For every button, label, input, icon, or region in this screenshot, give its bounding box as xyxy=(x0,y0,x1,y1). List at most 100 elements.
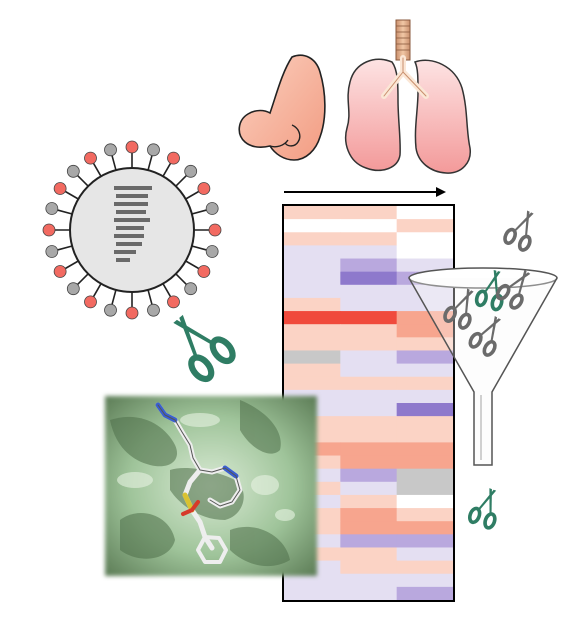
lungs-icon xyxy=(345,19,471,174)
heatmap-cell xyxy=(396,245,454,260)
heatmap-cell xyxy=(340,271,398,286)
heatmap-cell xyxy=(284,297,341,312)
arrow-right-icon xyxy=(284,187,446,197)
spike-red xyxy=(197,182,211,195)
spike-gray xyxy=(45,245,59,258)
funnel-icon xyxy=(408,267,558,466)
spike-gray xyxy=(147,143,160,157)
heatmap-cell xyxy=(340,521,398,535)
heatmap-cell xyxy=(396,416,454,430)
spike-gray xyxy=(205,202,219,215)
spike-gray xyxy=(104,303,117,317)
heatmap-cell xyxy=(284,573,341,588)
heatmap-cell xyxy=(396,376,454,391)
heatmap-cell xyxy=(284,258,341,273)
heatmap-cell xyxy=(340,284,398,299)
spike-gray xyxy=(147,303,160,317)
heatmap-cell xyxy=(396,534,454,548)
heatmap-cell xyxy=(396,206,454,220)
heatmap-cell xyxy=(340,586,398,601)
heatmap-cell xyxy=(396,521,454,535)
heatmap-cell xyxy=(396,494,454,509)
heatmap-cell xyxy=(340,245,398,260)
spike-gray xyxy=(45,202,59,215)
heatmap-cell xyxy=(396,324,454,338)
spike-gray xyxy=(184,164,198,178)
spike-red xyxy=(53,182,67,195)
heatmap-cell xyxy=(340,416,398,430)
spike-gray xyxy=(205,245,219,258)
heatmap-cell xyxy=(396,547,454,562)
spike-red xyxy=(53,265,67,278)
spike-red xyxy=(167,151,180,165)
spike-gray xyxy=(66,164,80,178)
heatmap-cell xyxy=(284,337,341,351)
heatmap-cell xyxy=(396,468,454,483)
heatmap-cell xyxy=(396,403,454,417)
spike-gray xyxy=(104,143,117,157)
heatmap-cell xyxy=(396,311,454,325)
heatmap-cell xyxy=(396,389,454,404)
spike-red xyxy=(125,140,139,154)
heatmap-cell xyxy=(340,429,398,443)
heatmap-cell xyxy=(284,350,341,365)
heatmap-cell xyxy=(396,455,454,470)
heatmap-cell xyxy=(340,455,398,470)
heatmap-cell xyxy=(340,389,398,404)
heatmap-cell xyxy=(396,363,454,378)
heatmap-cell xyxy=(340,494,398,509)
heatmap-cell xyxy=(340,481,398,496)
genome-segment xyxy=(116,226,144,230)
heatmap-cell xyxy=(396,284,454,299)
spike-red xyxy=(125,306,139,320)
genome-segment xyxy=(116,258,130,262)
heatmap-cell xyxy=(284,376,341,391)
heatmap-cell xyxy=(340,403,398,417)
genome-segment xyxy=(114,202,148,206)
genome-segment xyxy=(114,250,136,254)
spike-red xyxy=(42,223,56,237)
heatmap-cell xyxy=(396,232,454,246)
heatmap-cell xyxy=(396,560,454,575)
spike-red xyxy=(84,151,97,165)
nose-icon xyxy=(238,54,326,161)
genome-segment xyxy=(116,242,142,246)
scissors-icon xyxy=(501,204,544,254)
heatmap-cell xyxy=(284,232,341,246)
genome-segment xyxy=(116,210,146,214)
spike-gray xyxy=(66,282,80,296)
heatmap-cell xyxy=(340,534,398,548)
heatmap-cell xyxy=(340,219,398,233)
spike-gray xyxy=(184,282,198,296)
heatmap-cell xyxy=(284,586,341,601)
heatmap-cell xyxy=(284,311,341,325)
heatmap-cell xyxy=(340,376,398,391)
heatmap-cell xyxy=(340,337,398,351)
virus-icon xyxy=(42,140,222,320)
heatmap-cell xyxy=(396,481,454,496)
heatmap-cell xyxy=(340,547,398,562)
protein-structure-image xyxy=(105,396,317,576)
heatmap-cell xyxy=(340,297,398,312)
scissors-icon xyxy=(161,305,236,383)
heatmap-cell xyxy=(340,363,398,378)
heatmap-cell xyxy=(396,442,454,457)
heatmap-cell xyxy=(396,258,454,273)
genome-segment xyxy=(116,194,148,198)
heatmap-cell xyxy=(284,363,341,378)
heatmap-cell xyxy=(340,232,398,246)
heatmap-cell xyxy=(340,350,398,365)
heatmap-cell xyxy=(340,442,398,457)
spike-red xyxy=(84,295,97,309)
heatmap-cell xyxy=(396,219,454,233)
heatmap-cell xyxy=(396,586,454,601)
heatmap-cell xyxy=(396,350,454,365)
heatmap-cell xyxy=(340,560,398,575)
heatmap-cell xyxy=(340,573,398,588)
heatmap-cell xyxy=(284,219,341,233)
spike-red xyxy=(197,265,211,278)
heatmap-cell xyxy=(284,206,341,220)
heatmap-cell xyxy=(340,468,398,483)
heatmap-cell xyxy=(284,245,341,260)
